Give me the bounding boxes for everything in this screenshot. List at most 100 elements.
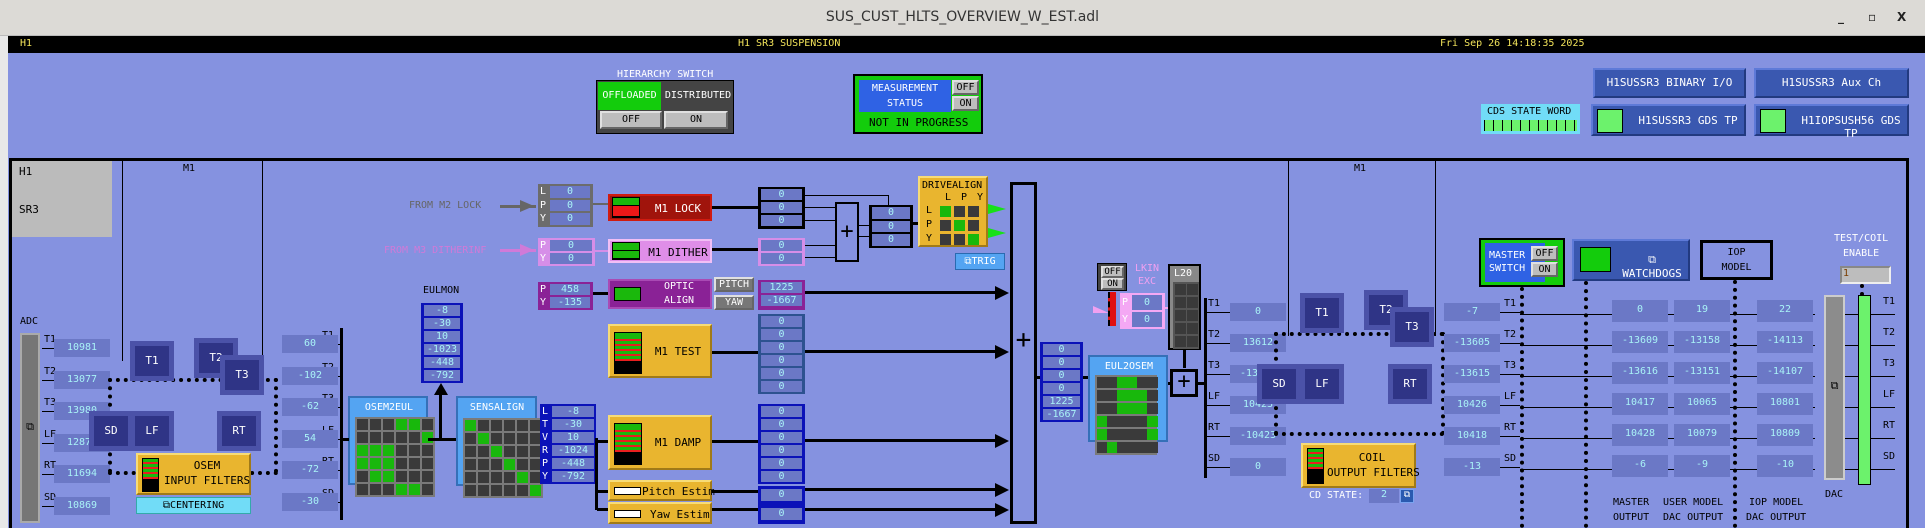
trig-button[interactable]: ⧉TRIG bbox=[955, 253, 1005, 270]
eul2osem-matrix-button[interactable]: EUL2OSEM bbox=[1088, 355, 1168, 455]
pitch-estim-status bbox=[614, 487, 641, 495]
matrix-cell bbox=[530, 485, 541, 496]
osem-button-rt[interactable]: RT bbox=[217, 411, 261, 451]
pitch-estim-button[interactable]: Pitch Estim bbox=[608, 480, 715, 501]
osem2eul-matrix-button[interactable]: OSEM2EUL bbox=[348, 396, 435, 497]
measurement-on-button[interactable]: ON bbox=[952, 96, 979, 111]
yaw-button[interactable]: YAW bbox=[714, 295, 754, 310]
lkin-gate bbox=[1108, 292, 1116, 326]
matrix-cell bbox=[383, 484, 394, 495]
dac-channel-label: SD bbox=[1883, 451, 1896, 462]
measurement-off-button[interactable]: OFF bbox=[952, 80, 979, 95]
coil-button-lf[interactable]: LF bbox=[1300, 364, 1344, 404]
iop-gds-tp-button[interactable]: H1IOPSUSH56 GDS TP bbox=[1754, 104, 1909, 140]
bus-line bbox=[595, 438, 598, 510]
osem-dotted-outline bbox=[1441, 332, 1445, 435]
connector bbox=[500, 249, 536, 252]
dof-label: Y bbox=[540, 297, 547, 308]
cd-state-related-display[interactable]: ⧉ bbox=[1400, 489, 1414, 503]
sensalign-matrix-button[interactable]: SENSALIGN bbox=[456, 396, 543, 498]
master-on-button[interactable]: ON bbox=[1531, 262, 1558, 277]
matrix-cell bbox=[1117, 416, 1128, 427]
dac-channel-label: T2 bbox=[1883, 327, 1896, 338]
adc-bar-button[interactable]: ⧉ bbox=[20, 333, 40, 523]
value: 458 bbox=[550, 284, 590, 295]
osem-button-sd[interactable]: SD bbox=[89, 411, 133, 451]
channel-value: -13 bbox=[1444, 458, 1500, 476]
bus-line bbox=[340, 328, 343, 520]
coil-button-t1[interactable]: T1 bbox=[1300, 293, 1344, 333]
matrix-cell bbox=[1107, 390, 1118, 401]
from-m3-dither-label: FROM M3 DITHERINF bbox=[384, 245, 487, 256]
matrix-cell bbox=[1127, 390, 1138, 401]
matrix-cell bbox=[370, 458, 381, 469]
matrix-cell bbox=[409, 419, 420, 430]
value: 0 bbox=[761, 368, 802, 379]
filter-status-bars bbox=[142, 458, 159, 492]
channel-value: 10426 bbox=[1444, 396, 1500, 414]
maximize-button[interactable]: ▫ bbox=[1868, 10, 1877, 24]
dac-bar-button[interactable]: ⧉ bbox=[1824, 295, 1845, 480]
matrix-cell bbox=[1187, 336, 1198, 347]
m1-lock-button[interactable]: M1 LOCK bbox=[608, 194, 712, 221]
yaw-estim-button[interactable]: Yaw Estim bbox=[608, 502, 712, 524]
matrix-cell bbox=[383, 419, 394, 430]
coil-button-rt[interactable]: RT bbox=[1388, 364, 1432, 404]
master-off-button[interactable]: OFF bbox=[1531, 246, 1558, 261]
close-button[interactable]: X bbox=[1897, 10, 1907, 24]
value: 0 bbox=[1043, 383, 1080, 394]
osem-button-lf[interactable]: LF bbox=[130, 411, 174, 451]
pitch-button[interactable]: PITCH bbox=[714, 277, 754, 292]
m1-dither-button[interactable]: M1 DITHER bbox=[608, 239, 712, 263]
connector bbox=[888, 195, 889, 210]
value: 0 bbox=[550, 186, 590, 198]
label-line: IOP MODEL bbox=[1749, 497, 1804, 508]
lkin-on-button[interactable]: ON bbox=[1101, 278, 1124, 290]
matrix-cell bbox=[1187, 323, 1198, 334]
watchdogs-button[interactable]: ⧉ WATCHDOGS bbox=[1572, 239, 1690, 281]
gds-tp-button[interactable]: H1SUSSR3 GDS TP bbox=[1591, 104, 1746, 136]
hierarchy-switch-title: HIERARCHY SWITCH bbox=[617, 69, 714, 80]
channel-value: 10869 bbox=[54, 496, 110, 515]
col-label: P bbox=[960, 192, 968, 203]
hierarchy-on-button[interactable]: ON bbox=[664, 111, 728, 129]
test-coil-enable-bar bbox=[1858, 295, 1871, 485]
osem-button-t3[interactable]: T3 bbox=[220, 355, 264, 395]
osem-input-filters-button[interactable]: OSEM INPUT FILTERS bbox=[136, 453, 251, 495]
optic-align-button[interactable]: OPTIC ALIGN bbox=[608, 279, 712, 309]
value: 0 bbox=[1132, 295, 1162, 310]
test-coil-enable-input[interactable]: 1 bbox=[1840, 266, 1891, 284]
matrix-cell bbox=[1127, 442, 1138, 453]
channel-label: T2 bbox=[1504, 329, 1517, 340]
coil-button-t3[interactable]: T3 bbox=[1390, 307, 1434, 347]
binary-io-button[interactable]: H1SUSSR3 BINARY I/O bbox=[1593, 68, 1746, 98]
bus-line bbox=[1204, 298, 1207, 478]
m1-damp-button[interactable]: M1 DAMP bbox=[608, 415, 712, 470]
distributed-label: DISTRIBUTED bbox=[664, 90, 732, 101]
l20-matrix-button[interactable]: L20 bbox=[1168, 264, 1201, 350]
centering-button[interactable]: ⧉CENTERING bbox=[136, 497, 251, 514]
osem-button-t1[interactable]: T1 bbox=[130, 341, 174, 381]
minimize-button[interactable]: _ bbox=[1838, 10, 1844, 24]
iop-gds-tp-label: H1IOPSUSH56 GDS TP bbox=[1801, 114, 1901, 140]
coil-button-sd[interactable]: SD bbox=[1257, 364, 1301, 404]
connector bbox=[1206, 467, 1232, 468]
matrix-cell bbox=[517, 472, 528, 483]
arrow-right-icon bbox=[988, 228, 1006, 238]
matrix-cell bbox=[1097, 416, 1108, 427]
value: -1667 bbox=[1043, 409, 1080, 420]
aux-channels-button[interactable]: H1SUSSR3 Aux Ch bbox=[1754, 68, 1909, 98]
m1-test-button[interactable]: M1 TEST bbox=[608, 324, 712, 378]
lkin-off-button[interactable]: OFF bbox=[1101, 266, 1124, 278]
hierarchy-off-button[interactable]: OFF bbox=[600, 111, 662, 129]
matrix-cell bbox=[1127, 377, 1138, 388]
coil-output-filters-button[interactable]: COIL OUTPUT FILTERS bbox=[1301, 443, 1420, 488]
matrix-cell bbox=[530, 420, 541, 431]
value: -8 bbox=[424, 305, 460, 316]
arrow-right-icon bbox=[995, 434, 1009, 448]
m1-test-status bbox=[614, 332, 642, 374]
matrix-cell bbox=[478, 472, 489, 483]
